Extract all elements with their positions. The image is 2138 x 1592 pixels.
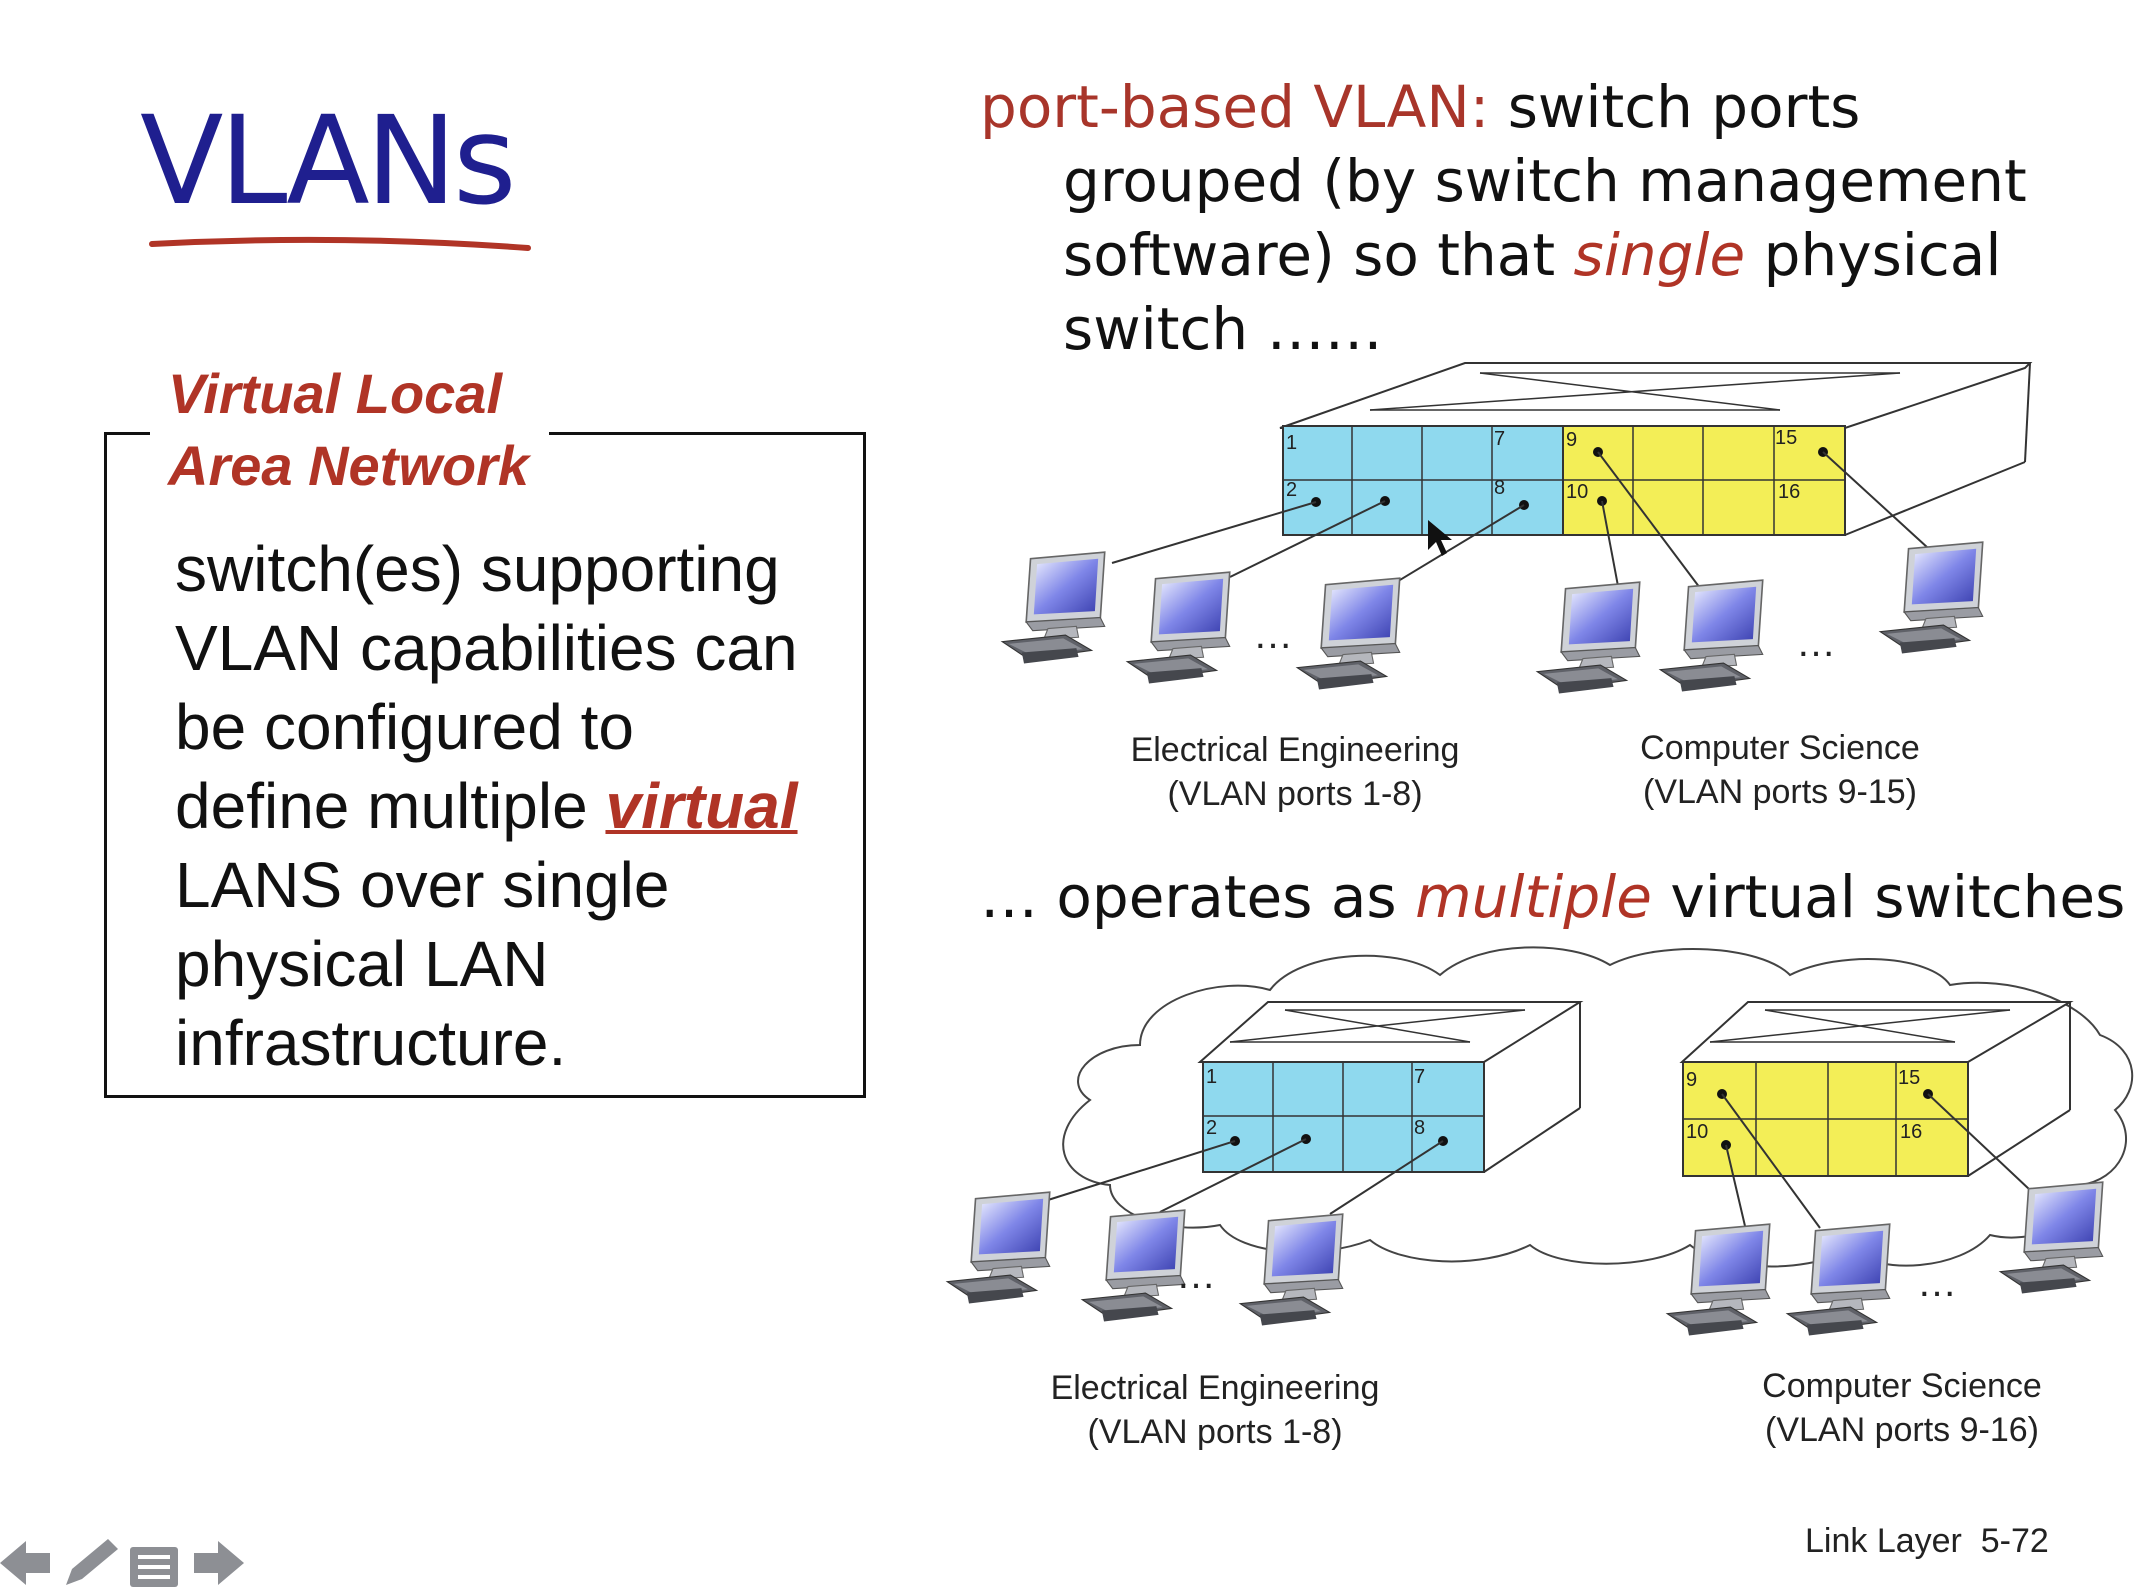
computer-icon xyxy=(1536,581,1641,695)
bottom-cs-caption: Computer Science (VLAN ports 9-16) xyxy=(1722,1364,2082,1452)
bottom-ee-caption: Electrical Engineering (VLAN ports 1-8) xyxy=(1015,1366,1415,1454)
port-label-8: 8 xyxy=(1494,477,1505,499)
computer-icon xyxy=(1879,541,1984,655)
port-label-2: 2 xyxy=(1286,479,1297,501)
definition-line: VLAN capabilities can xyxy=(175,612,798,684)
ellipsis: … xyxy=(1253,613,1293,657)
definition-line: be configured to xyxy=(175,691,634,763)
definition-line: LANS over single xyxy=(175,849,670,921)
ellipsis: … xyxy=(1917,1261,1957,1305)
port-label-2: 2 xyxy=(1206,1117,1217,1139)
slide-navigation xyxy=(0,1539,244,1587)
caption-line: Computer Science xyxy=(1640,729,1920,767)
definition-line: define multiple virtual xyxy=(175,767,865,846)
port-label-7: 7 xyxy=(1414,1066,1425,1088)
mouse-cursor-icon xyxy=(1428,520,1452,556)
port-based-line2: grouped (by switch management xyxy=(1063,147,2027,215)
top-cs-caption: Computer Science (VLAN ports 9-15) xyxy=(1600,726,1960,814)
pencil-icon[interactable] xyxy=(66,1539,118,1585)
top-switch-diagram: 1 2 7 8 9 10 15 16 xyxy=(1001,362,2033,695)
port-label-9: 9 xyxy=(1686,1069,1697,1091)
slide-title: VLANs xyxy=(140,90,517,232)
port-label-1: 1 xyxy=(1286,432,1297,454)
computer-icon xyxy=(1659,579,1764,693)
port-based-line1: port-based VLAN: switch ports xyxy=(980,70,2130,144)
port-based-line3: software) so that single physical xyxy=(980,218,2130,292)
port-label-7: 7 xyxy=(1494,428,1505,450)
title-underline xyxy=(149,236,531,251)
port-label-8: 8 xyxy=(1414,1117,1425,1139)
computer-icon xyxy=(1001,551,1106,665)
physical-switch: 1 2 7 8 9 10 15 16 xyxy=(1111,362,2033,589)
definition-heading: Virtual Local Area Network xyxy=(150,358,550,502)
single-emphasis: single xyxy=(1573,221,1746,289)
port-based-line1-rest: switch ports xyxy=(1489,73,1861,141)
port-label-16: 16 xyxy=(1778,481,1800,503)
top-ee-caption: Electrical Engineering (VLAN ports 1-8) xyxy=(1095,728,1495,816)
bottom-cs-computers: … xyxy=(1666,1181,2104,1337)
port-based-line3-pre: software) so that xyxy=(1063,221,1574,289)
port-based-description: port-based VLAN: switch ports grouped (b… xyxy=(980,70,2130,366)
ellipsis: … xyxy=(1176,1253,1216,1297)
operates-pre: … operates as xyxy=(980,863,1416,931)
definition-body: switch(es) supporting VLAN capabilities … xyxy=(175,530,865,1083)
bottom-virtual-switches-diagram: 1 2 7 8 9 10 15 16 xyxy=(946,946,2134,1337)
computer-icon xyxy=(1296,577,1401,691)
port-label-10: 10 xyxy=(1566,481,1588,503)
ee-virtual-switch: 1 2 7 8 xyxy=(1197,1001,1584,1173)
top-cs-computers: … xyxy=(1536,541,1984,695)
port-label-15: 15 xyxy=(1775,427,1797,449)
definition-line-text: define multiple xyxy=(175,770,606,842)
port-label-1: 1 xyxy=(1206,1066,1217,1088)
caption-line: Electrical Engineering xyxy=(1050,1369,1380,1407)
cs-virtual-switch: 9 10 15 16 xyxy=(1679,1001,2074,1177)
caption-line: (VLAN ports 1-8) xyxy=(1167,775,1423,813)
definition-line: physical LAN xyxy=(175,928,549,1000)
computer-icon xyxy=(1126,571,1231,685)
definition-line: switch(es) supporting xyxy=(175,533,780,605)
virtual-emphasis: virtual xyxy=(605,770,798,842)
computer-icon xyxy=(946,1191,1051,1305)
port-based-line4: switch …… xyxy=(1063,295,1383,363)
port-label-10: 10 xyxy=(1686,1121,1708,1143)
caption-line: Electrical Engineering xyxy=(1130,731,1460,769)
caption-line: (VLAN ports 1-8) xyxy=(1087,1413,1343,1451)
computer-icon xyxy=(1081,1209,1186,1323)
port-based-lead: port-based VLAN: xyxy=(980,73,1490,141)
arrow-right-icon[interactable] xyxy=(194,1541,244,1585)
menu-icon[interactable] xyxy=(130,1547,178,1587)
definition-heading-line1: Virtual Local xyxy=(168,362,503,425)
caption-line: (VLAN ports 9-16) xyxy=(1765,1411,2039,1449)
operates-post: virtual switches xyxy=(1651,863,2126,931)
definition-line: infrastructure. xyxy=(175,1007,567,1079)
definition-heading-line2: Area Network xyxy=(168,434,530,497)
port-based-line3-post: physical xyxy=(1745,221,2002,289)
caption-line: (VLAN ports 9-15) xyxy=(1643,773,1917,811)
multiple-emphasis: multiple xyxy=(1415,863,1652,931)
slide-footer: Link Layer 5-72 xyxy=(1805,1522,2049,1560)
caption-line: Computer Science xyxy=(1762,1367,2042,1405)
port-label-16: 16 xyxy=(1900,1121,1922,1143)
port-label-15: 15 xyxy=(1898,1067,1920,1089)
top-ee-computers: … xyxy=(1001,551,1401,691)
bottom-ee-computers: … xyxy=(946,1191,1344,1327)
ellipsis: … xyxy=(1796,621,1836,665)
arrow-left-icon[interactable] xyxy=(0,1541,50,1585)
operates-statement: … operates as multiple virtual switches xyxy=(980,862,2125,932)
port-label-9: 9 xyxy=(1566,429,1577,451)
